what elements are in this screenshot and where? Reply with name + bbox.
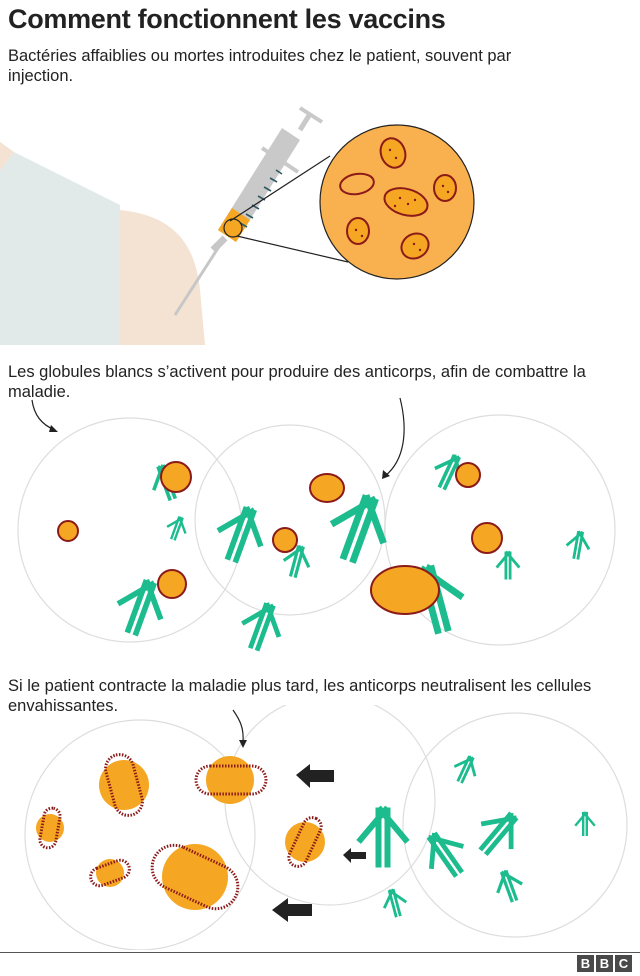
bbc-logo: B B C [577, 955, 632, 972]
arrow-icon [31, 399, 56, 431]
neutralisation-illustration [24, 705, 628, 950]
bbc-logo-letter: B [596, 955, 613, 972]
bbc-logo-letter: C [615, 955, 632, 972]
patient-arm [120, 210, 205, 345]
step-1-caption: Bactéries affaiblies ou mortes introduit… [8, 47, 512, 85]
white-blood-cell-icon [24, 705, 628, 950]
antibody-icon [356, 750, 596, 920]
bacteria-icon [36, 756, 325, 910]
bacteria-icon [57, 461, 503, 615]
bbc-logo-letter: B [577, 955, 594, 972]
footer-divider [0, 952, 640, 953]
step-2-caption: Les globules blancs s’activent pour prod… [8, 363, 586, 401]
step-3-caption: Si le patient contracte la maladie plus … [8, 677, 592, 715]
injection-illustration [0, 106, 475, 345]
page-title: Comment fonctionnent les vaccins [8, 4, 446, 34]
arrow-icon [232, 709, 244, 743]
white-blood-cell-icon [17, 414, 616, 646]
arrow-icon [272, 764, 366, 922]
activation-illustration [17, 397, 616, 657]
patient-shirt [0, 152, 120, 345]
arrow-icon [384, 397, 405, 477]
magnifier-circle-icon [319, 124, 475, 280]
